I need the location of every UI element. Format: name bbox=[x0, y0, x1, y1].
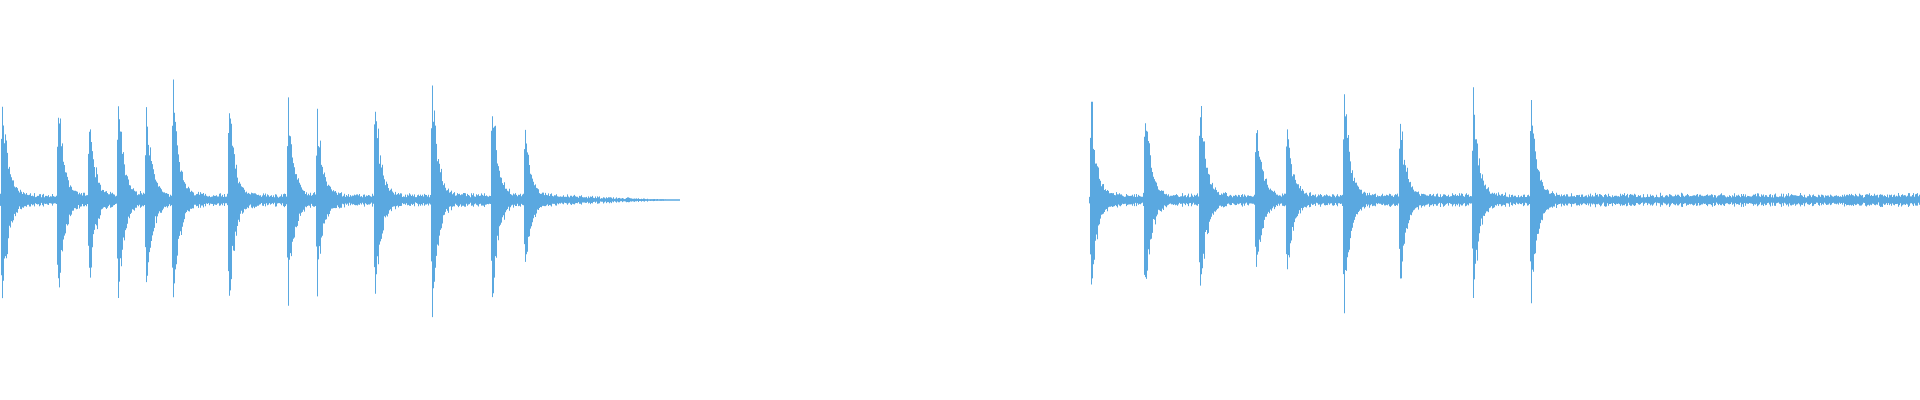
waveform-region-1 bbox=[0, 79, 680, 318]
waveform-segments bbox=[0, 79, 1920, 318]
waveform-region-2 bbox=[1089, 87, 1920, 314]
